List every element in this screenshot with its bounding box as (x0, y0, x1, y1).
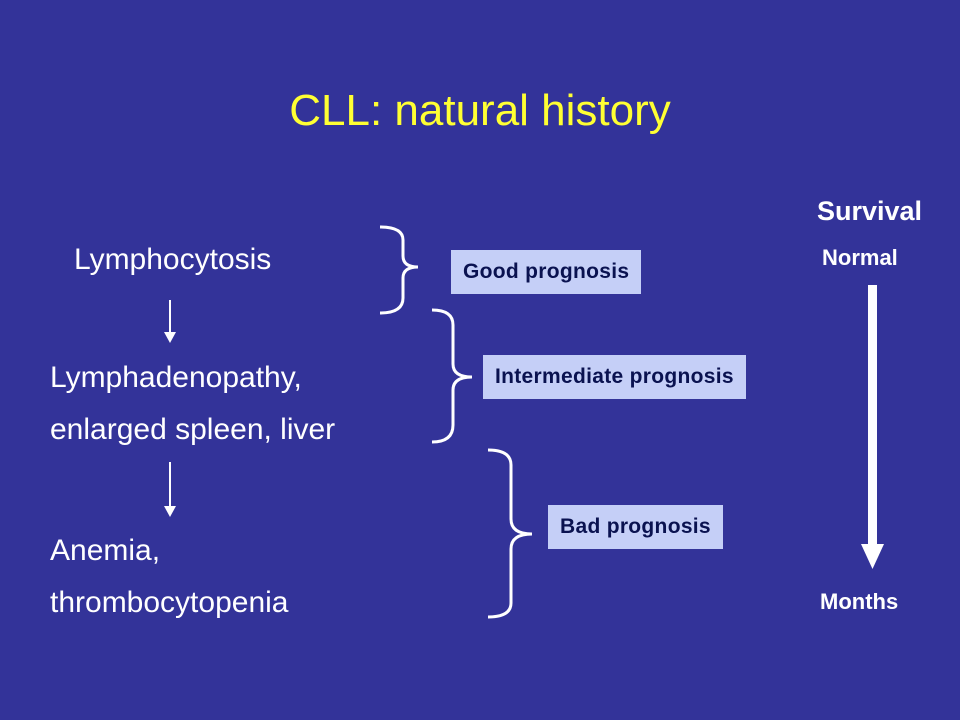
arrow-stage1-to-stage2 (164, 300, 176, 343)
survival-heading: Survival (817, 196, 923, 226)
page-title: CLL: natural history (289, 86, 671, 135)
survival-arrow-icon (861, 285, 884, 569)
brace-intermediate-icon (431, 308, 473, 444)
stage-lymphadenopathy-line1: Lymphadenopathy, (50, 361, 302, 394)
survival-months-label: Months (820, 589, 899, 614)
survival-normal-label: Normal (822, 245, 898, 270)
bad-prognosis-box: Bad prognosis (548, 505, 723, 549)
brace-bad-icon (487, 448, 533, 619)
good-prognosis-box: Good prognosis (451, 250, 642, 294)
stage-anemia-line1: Anemia, (50, 534, 161, 567)
intermediate-prognosis-box: Intermediate prognosis (483, 355, 746, 399)
brace-good-icon (379, 225, 419, 315)
stage-anemia-line2: thrombocytopenia (50, 586, 289, 619)
arrow-stage2-to-stage3 (164, 462, 176, 517)
stage-lymphocytosis: Lymphocytosis (74, 243, 272, 276)
stage-lymphadenopathy-line2: enlarged spleen, liver (50, 413, 336, 446)
